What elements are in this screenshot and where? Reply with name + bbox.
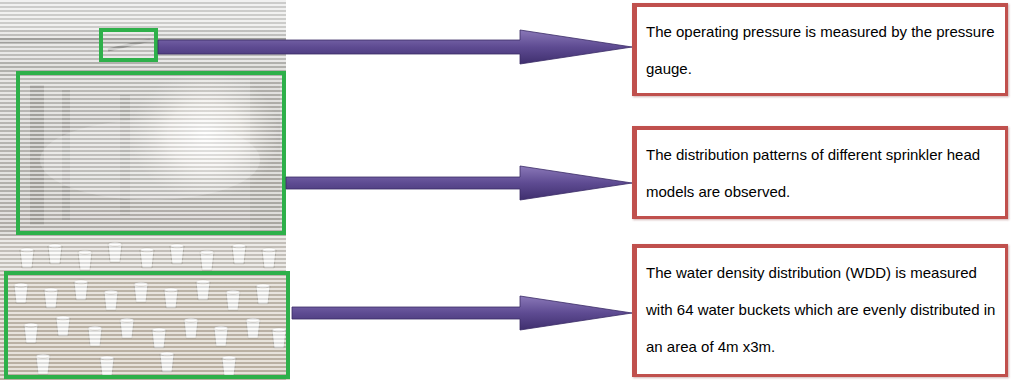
text-box: The distribution patterns of different s… [632, 126, 1008, 219]
description-text: The water density distribution (WDD) is … [646, 254, 997, 365]
pointer-arrows [158, 30, 632, 330]
photo [0, 0, 290, 380]
description-text: The distribution patterns of different s… [646, 136, 997, 210]
description-text: The operating pressure is measured by th… [646, 13, 997, 87]
highlight-frames [6, 30, 288, 377]
text-box: The water density distribution (WDD) is … [632, 244, 1008, 377]
text-box: The operating pressure is measured by th… [632, 3, 1008, 96]
